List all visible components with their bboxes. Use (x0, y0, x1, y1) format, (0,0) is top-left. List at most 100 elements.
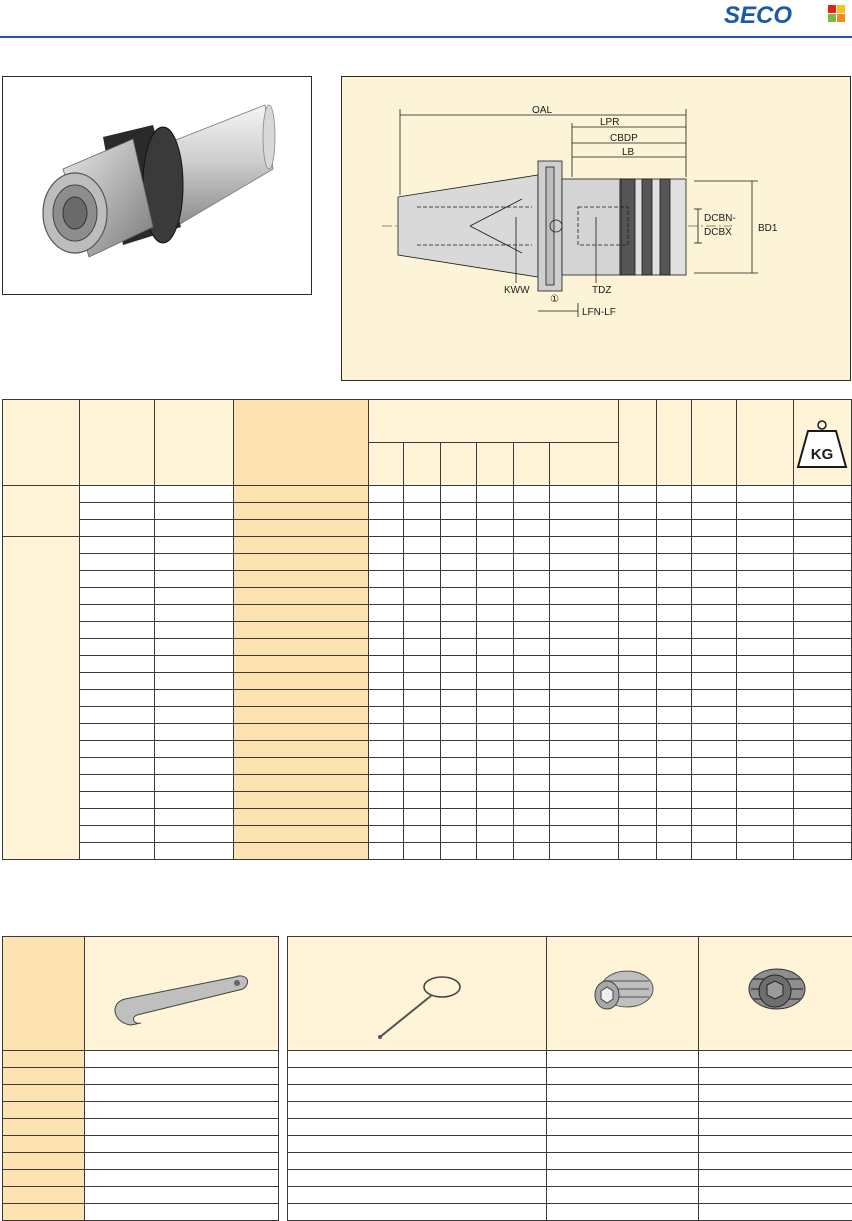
accessory-row (288, 1068, 852, 1085)
table-cell (233, 537, 369, 554)
table-cell (793, 707, 851, 724)
table-cell (154, 588, 233, 605)
table-cell (514, 843, 550, 860)
table-cell (233, 588, 369, 605)
accessory-cell (85, 1187, 279, 1204)
label-cbdp: CBDP (610, 133, 638, 144)
table-cell (514, 622, 550, 639)
accessory-row (288, 1153, 852, 1170)
table-cell (692, 690, 737, 707)
table-cell (619, 537, 657, 554)
table-cell (692, 724, 737, 741)
table-cell (154, 826, 233, 843)
hex-plug-icon (699, 937, 852, 1045)
table-cell (404, 758, 441, 775)
table-cell (369, 588, 404, 605)
table-cell (233, 622, 369, 639)
accessory-cell (288, 1136, 547, 1153)
table-cell (233, 690, 369, 707)
table-cell (404, 605, 441, 622)
label-dcbn: DCBN- (704, 213, 736, 224)
table-cell (369, 537, 404, 554)
table-cell (233, 843, 369, 860)
table-cell (793, 571, 851, 588)
table-cell (736, 724, 793, 741)
hook-wrench-icon (85, 937, 278, 1045)
release-pin-icon (288, 937, 546, 1045)
table-cell (619, 486, 657, 503)
table-cell (404, 588, 441, 605)
table-cell (550, 605, 619, 622)
table-cell (369, 571, 404, 588)
accessory-cell (85, 1170, 279, 1187)
table-cell (79, 690, 154, 707)
table-cell (154, 758, 233, 775)
table-cell (514, 520, 550, 537)
table-cell (477, 826, 514, 843)
table-cell (233, 571, 369, 588)
table-cell (793, 639, 851, 656)
table-cell (619, 707, 657, 724)
table-cell (657, 605, 692, 622)
table-cell (441, 605, 477, 622)
table-cell (793, 605, 851, 622)
table-cell (657, 843, 692, 860)
table-cell (657, 571, 692, 588)
table-cell (154, 673, 233, 690)
accessory-cell (547, 1170, 699, 1187)
table-cell (736, 707, 793, 724)
accessory-cell (547, 1102, 699, 1119)
header-subcell (477, 443, 514, 486)
table-cell (692, 843, 737, 860)
table-cell (657, 775, 692, 792)
header-subcell (514, 443, 550, 486)
table-cell (79, 775, 154, 792)
header-subcell (550, 443, 619, 486)
seco-logo: SECO (724, 2, 850, 26)
table-cell (441, 792, 477, 809)
table-cell (736, 741, 793, 758)
table-cell (657, 826, 692, 843)
accessory-row (3, 1119, 279, 1136)
table-cell (793, 775, 851, 792)
table-cell (514, 554, 550, 571)
table-cell (369, 707, 404, 724)
table-cell (79, 588, 154, 605)
table-cell (154, 724, 233, 741)
table-cell (514, 503, 550, 520)
table-cell (441, 809, 477, 826)
table-cell (404, 554, 441, 571)
table-cell (550, 707, 619, 724)
accessory-cell (85, 1051, 279, 1068)
table-cell (441, 741, 477, 758)
header-group-cell (369, 400, 619, 443)
table-cell (404, 639, 441, 656)
table-cell (657, 741, 692, 758)
accessory-row (288, 1204, 852, 1221)
accessory-key-cell (3, 1102, 85, 1119)
table-cell (233, 673, 369, 690)
table-row (3, 588, 852, 605)
table-cell (657, 809, 692, 826)
table-cell (657, 724, 692, 741)
table-cell (404, 724, 441, 741)
accessory-cell (288, 1085, 547, 1102)
table-cell (657, 707, 692, 724)
header-cell (154, 400, 233, 486)
table-cell (736, 503, 793, 520)
table-cell (233, 707, 369, 724)
table-cell (79, 826, 154, 843)
table-cell (79, 520, 154, 537)
table-cell (692, 554, 737, 571)
accessory-key-cell (3, 1068, 85, 1085)
header-cell (736, 400, 793, 486)
accessory-cell (288, 1204, 547, 1221)
table-cell (79, 724, 154, 741)
table-row (3, 520, 852, 537)
accessory-cell (547, 1051, 699, 1068)
header-subcell (441, 443, 477, 486)
table-cell (657, 554, 692, 571)
accessory-table-left (2, 936, 279, 1221)
table-cell (441, 622, 477, 639)
label-lb: LB (622, 147, 635, 158)
